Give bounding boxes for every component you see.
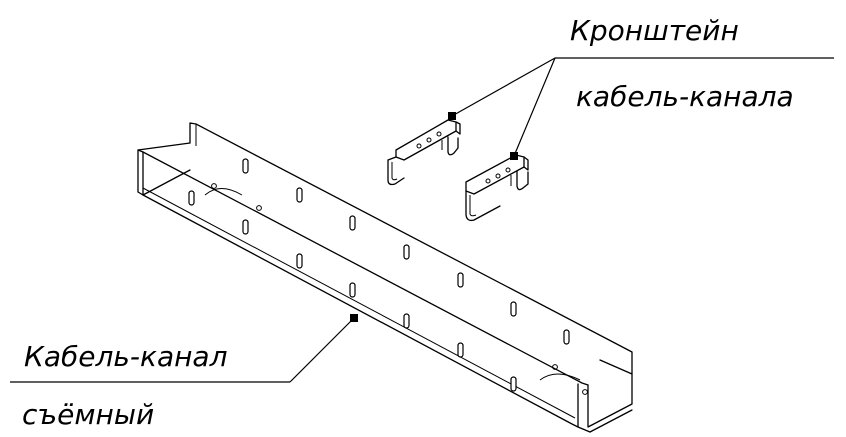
callout-channel: Кабель-канал съёмный <box>10 314 358 431</box>
bracket-hole <box>485 178 491 184</box>
bracket-upper-left-hook <box>387 156 405 186</box>
bracket-lower-plate-side <box>523 156 529 171</box>
cable-channel <box>137 122 633 433</box>
channel-floor-boss-right <box>539 373 581 381</box>
back-wall-slot <box>349 215 356 231</box>
screw-hole <box>582 389 588 395</box>
bracket-hole <box>436 131 442 137</box>
callout-bracket: Кронштейн кабель-канала <box>448 14 834 160</box>
leader-line-to-channel <box>289 317 355 383</box>
channel-floor-boss-left <box>204 188 243 196</box>
callout-bracket-label-line1: Кронштейн <box>570 14 739 47</box>
bracket-upper-plate-side <box>455 121 461 135</box>
front-wall-slot <box>403 313 410 329</box>
channel-front-bottom-edge <box>142 194 591 433</box>
front-wall-slot <box>510 376 517 392</box>
bracket-hole <box>505 167 511 173</box>
screw-hole <box>552 364 558 370</box>
leader-line-to-bracket-upper <box>451 57 556 117</box>
back-wall-slot <box>457 272 464 288</box>
bracket-hole <box>495 173 501 179</box>
screw-hole <box>211 183 217 189</box>
leader-marker <box>350 314 358 322</box>
bracket-lower <box>465 154 529 222</box>
bracket-upper <box>387 119 461 186</box>
channel-right-end <box>577 373 633 433</box>
back-wall-slot <box>563 329 570 345</box>
bracket-lower-plate <box>465 154 525 195</box>
bracket-upper-plate <box>395 119 457 161</box>
channel-back-wall <box>189 122 633 375</box>
bracket-upper-right-hook <box>447 136 459 156</box>
bracket-hole <box>426 137 432 143</box>
front-wall-slot <box>296 253 303 269</box>
callout-bracket-label-line2: кабель-канала <box>576 80 794 113</box>
channel-floor-line <box>142 187 576 419</box>
bracket-lower-right-hook <box>516 170 529 191</box>
back-wall-slot <box>242 158 249 174</box>
back-wall-slot <box>510 301 517 317</box>
back-wall-slot <box>296 187 303 203</box>
front-wall-slot <box>457 342 464 358</box>
screw-hole <box>256 205 262 211</box>
front-wall-slot <box>242 219 249 235</box>
bracket-lower-left-hook-inner <box>469 195 477 217</box>
bracket-hole <box>416 143 422 149</box>
leader-marker <box>510 152 518 160</box>
bracket-lower-left-hook <box>465 190 501 222</box>
back-wall-slot <box>403 244 410 260</box>
front-wall-slot <box>349 282 356 298</box>
channel-front-top-edge <box>137 149 589 386</box>
front-wall-slot <box>188 190 195 206</box>
callout-channel-label-line2: съёмный <box>22 398 154 431</box>
callout-channel-label-line1: Кабель-канал <box>24 340 228 373</box>
leader-marker <box>448 112 456 120</box>
bracket-upper-left-hook-inner <box>391 162 398 181</box>
leader-line-to-bracket-lower <box>513 57 556 157</box>
channel-left-end <box>137 142 191 196</box>
